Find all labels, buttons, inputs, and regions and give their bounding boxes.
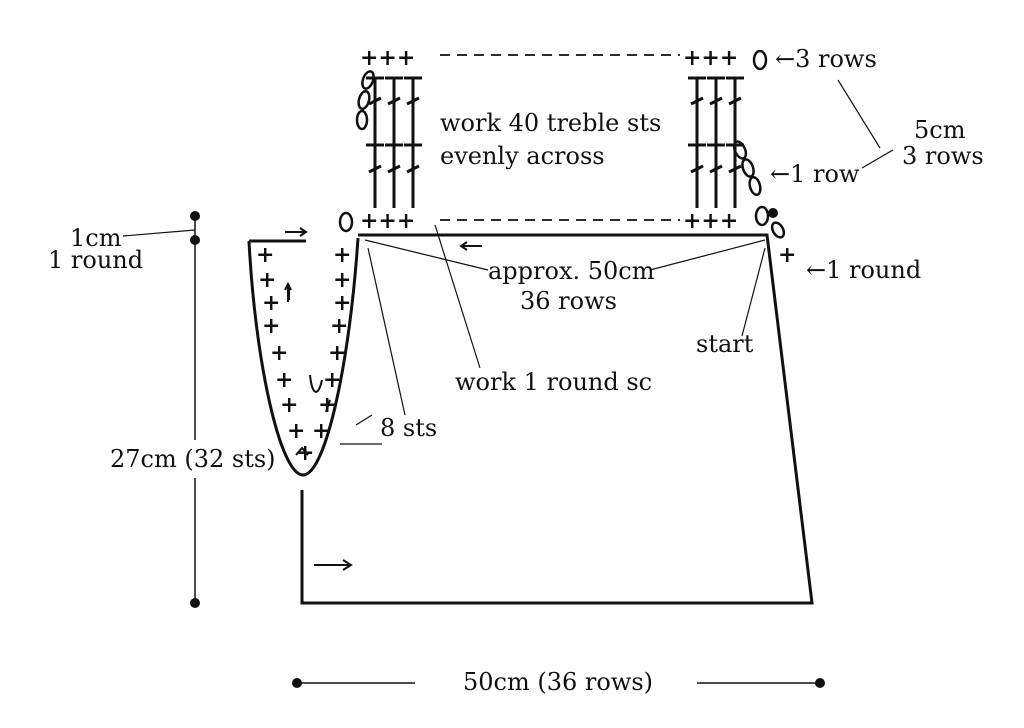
svg-text:+: + [323,367,341,393]
sc-row-top-right: +++ [683,45,738,71]
three-rows-label: ←3 rows [775,45,877,73]
width-dimension [292,678,825,688]
thirty-six-rows-label: 36 rows [520,287,617,315]
one-cm-label: 1cm [70,224,122,252]
sc-row-bottom-left: +++ [360,208,415,234]
dashed-guides [440,54,680,221]
svg-text:+: + [330,313,348,339]
work-treble-label-line2: evenly across [440,142,605,170]
svg-text:+: + [312,418,330,444]
svg-text:+: + [333,267,351,293]
start-point-dot [768,208,778,218]
work-treble-label-line1: work 40 treble sts [440,109,661,137]
svg-text:+: + [258,267,276,293]
svg-text:+: + [328,340,346,366]
svg-text:+: + [333,290,351,316]
svg-text:+: + [262,290,280,316]
right-chain-column [732,49,786,239]
five-cm-label: 5cm [914,116,966,144]
sc-row-top-left: +++ [360,45,415,71]
sc-right-edge: + [778,242,796,268]
eight-sts-label: 8 sts [380,414,437,442]
one-row-label: ←1 row [770,160,860,188]
armhole-sc-stitches: + + + + + + + + + + + + + + + + + [256,242,351,466]
left-chain-column [338,70,375,233]
svg-text:+: + [270,340,288,366]
left-treble-columns [366,76,422,208]
one-round-right-label: ←1 round [806,256,921,284]
three-rows-b-label: 3 rows [902,142,984,170]
height-dimension [190,211,200,608]
svg-text:+: + [275,367,293,393]
svg-text:+: + [262,313,280,339]
svg-text:+: + [333,242,351,268]
svg-text:+: + [318,392,336,418]
height-dimension-label: 27cm (32 sts) [110,445,276,473]
leader-lines [122,79,894,445]
svg-text:+: + [256,242,274,268]
panel-body-outline [300,233,814,605]
svg-text:+: + [287,418,305,444]
armhole-curve [247,237,360,477]
direction-arrows [284,227,482,571]
approx-50cm-label: approx. 50cm [488,257,655,285]
svg-text:+: + [280,392,298,418]
one-round-left-label: 1 round [48,246,143,274]
width-dimension-label: 50cm (36 rows) [463,668,653,696]
panel-outline [247,233,814,605]
sc-row-bottom-right: +++ [683,208,738,234]
work-sc-label: work 1 round sc [455,368,652,396]
start-label: start [696,330,754,358]
